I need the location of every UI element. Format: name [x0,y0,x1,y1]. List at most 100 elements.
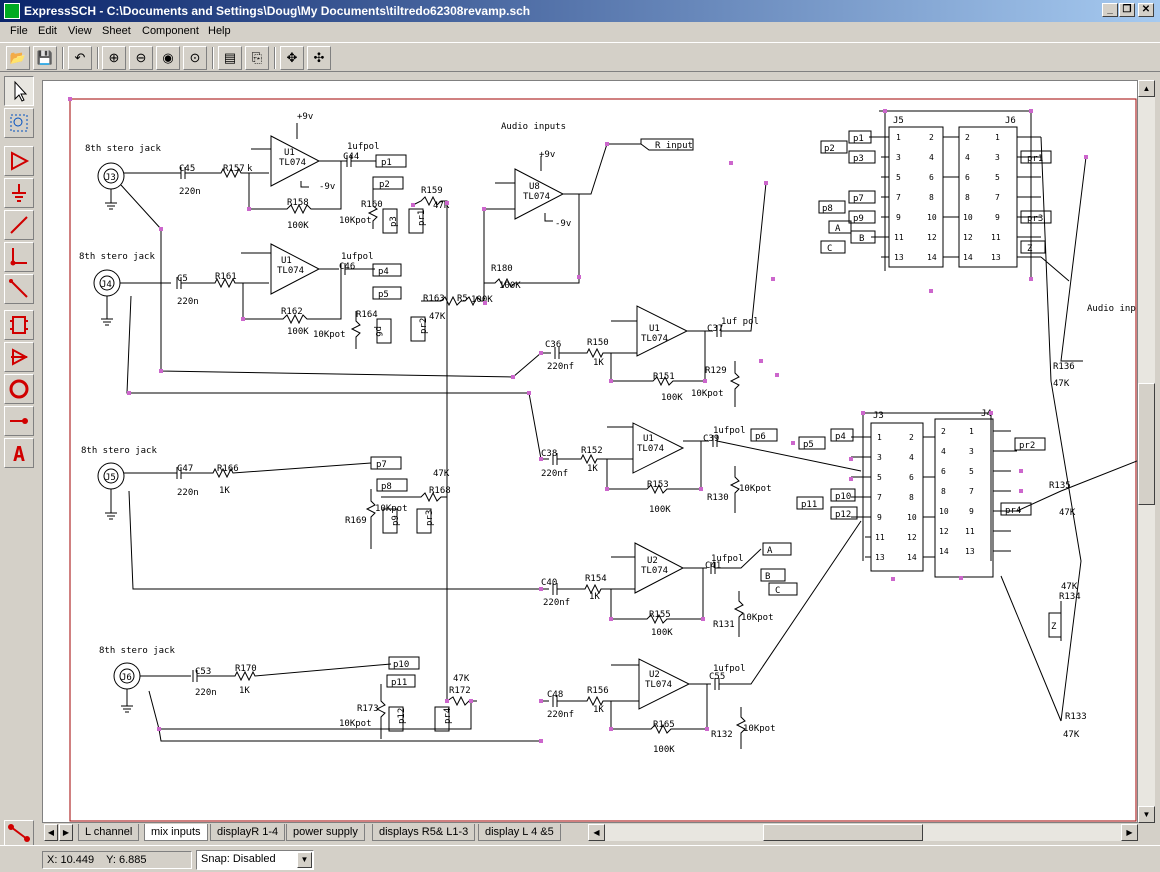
svg-text:47K: 47K [1059,508,1076,518]
zoom-fit-icon[interactable]: ◉ [156,46,180,70]
scroll-up-icon[interactable]: ▲ [1138,80,1155,97]
opamp-mixer-2 [541,422,862,513]
svg-text:TL074: TL074 [637,444,664,454]
scroll-left-icon[interactable]: ◀ [588,824,605,841]
svg-text:1ufpol: 1ufpol [347,142,380,152]
svg-text:220n: 220n [179,187,201,197]
tab-scroll-right-icon[interactable]: ▶ [59,824,73,841]
svg-text:8: 8 [909,493,914,502]
tab-scroll-left-icon[interactable]: ◀ [44,824,58,841]
svg-text:p9: p9 [853,214,864,224]
svg-text:1: 1 [969,427,974,436]
menu-component[interactable]: Component [142,25,199,37]
menu-view[interactable]: View [68,25,92,37]
snap-select[interactable]: Snap: Disabled ▼ [196,850,314,870]
svg-text:C44: C44 [343,152,359,162]
svg-text:pr3: pr3 [1027,214,1043,224]
menu-help[interactable]: Help [208,25,231,37]
text-A-icon[interactable]: A [4,438,34,468]
chevron-down-icon[interactable]: ▼ [297,852,312,868]
open-icon[interactable]: 📂 [6,46,30,70]
minimize-button[interactable]: _ [1102,3,1118,17]
svg-text:220nf: 220nf [543,598,570,608]
svg-text:1ufpol: 1ufpol [713,664,746,674]
svg-text:2: 2 [965,133,970,142]
svg-text:100K: 100K [499,281,521,291]
svg-text:220nf: 220nf [541,469,568,479]
svg-text:R130: R130 [707,493,729,503]
export-icon[interactable]: ⎘ [245,46,269,70]
tab-l-channel[interactable]: L channel [78,824,140,841]
svg-text:C47: C47 [177,464,193,474]
svg-text:p12: p12 [397,708,407,724]
svg-text:47K: 47K [453,674,470,684]
menu-file[interactable]: File [10,25,28,37]
app-icon [4,3,20,19]
ground-icon[interactable] [4,178,34,208]
svg-text:7: 7 [995,193,1000,202]
net-connect-icon[interactable] [4,820,34,846]
properties-icon[interactable]: ▤ [218,46,242,70]
zoom-out-icon[interactable]: ⊖ [129,46,153,70]
menu-sheet[interactable]: Sheet [102,25,131,37]
svg-text:p12: p12 [835,510,851,520]
save-icon[interactable]: 💾 [33,46,57,70]
svg-text:4: 4 [941,447,946,456]
svg-text:9: 9 [969,507,974,516]
zoom-in-icon[interactable]: ⊕ [102,46,126,70]
wire-icon[interactable] [4,210,34,240]
junction-wire-icon[interactable] [4,242,34,272]
svg-text:R162: R162 [281,307,303,317]
svg-text:p2: p2 [824,144,835,154]
menu-edit[interactable]: Edit [38,25,57,37]
diagonal-wire-icon[interactable] [4,274,34,304]
svg-text:1K: 1K [593,358,604,368]
svg-text:2: 2 [909,433,914,442]
svg-text:11: 11 [894,233,904,242]
opamp-icon[interactable] [4,146,34,176]
move-icon[interactable]: ✥ [280,46,304,70]
svg-text:5: 5 [969,467,974,476]
ic-part-icon[interactable] [4,310,34,340]
close-button[interactable]: ✕ [1138,3,1154,17]
svg-text:1: 1 [877,433,882,442]
zoom-area-icon[interactable]: ⊙ [183,46,207,70]
pin-icon[interactable] [4,406,34,436]
svg-text:7: 7 [896,193,901,202]
toolbar-separator [274,47,276,69]
svg-text:U2: U2 [647,556,658,566]
vertical-scroll-thumb[interactable] [1138,383,1155,505]
net-tag-labels: p1 p2 p3 pr1 p4 p5 p6 pr2 p7 p8 p9 pr3 p… [373,134,1057,724]
scroll-down-icon[interactable]: ▼ [1138,806,1155,823]
svg-text:pr4: pr4 [443,708,453,724]
scroll-right-icon[interactable]: ▶ [1121,824,1138,841]
schematic-canvas[interactable]: 8th stero jack J3 C45 220n R157 k +9v -9… [42,80,1138,823]
svg-text:220nf: 220nf [547,362,574,372]
svg-text:1K: 1K [219,486,230,496]
zoom-box-icon[interactable] [4,108,34,138]
pan-icon[interactable]: ✣ [307,46,331,70]
undo-icon[interactable]: ↶ [68,46,92,70]
select-arrow-icon[interactable] [4,76,34,106]
triangle-part-icon[interactable] [4,342,34,372]
vertical-scrollbar[interactable]: ▲ ▼ [1138,80,1155,823]
tab-power-supply[interactable]: power supply [286,824,365,841]
svg-text:R151: R151 [653,372,675,382]
svg-text:10: 10 [907,513,917,522]
restore-button[interactable]: ❐ [1119,3,1135,17]
svg-text:3: 3 [896,153,901,162]
svg-text:8th stero jack: 8th stero jack [99,646,175,656]
tab-mix-inputs[interactable]: mix inputs [144,824,208,841]
svg-text:pr4: pr4 [1005,506,1021,516]
horizontal-scroll-thumb[interactable] [763,824,923,841]
toolbar-separator [212,47,214,69]
circle-part-icon[interactable] [4,374,34,404]
tab-displays-r5-l1-3[interactable]: displays R5& L1-3 [372,824,476,841]
tab-displayr-1-4[interactable]: displayR 1-4 [210,824,286,841]
svg-text:+9v: +9v [539,150,555,160]
svg-text:100K: 100K [287,327,309,337]
svg-text:R165: R165 [653,720,675,730]
svg-text:3: 3 [969,447,974,456]
svg-text:C38: C38 [541,449,557,459]
tab-display-l-4-5[interactable]: display L 4 &5 [478,824,561,841]
